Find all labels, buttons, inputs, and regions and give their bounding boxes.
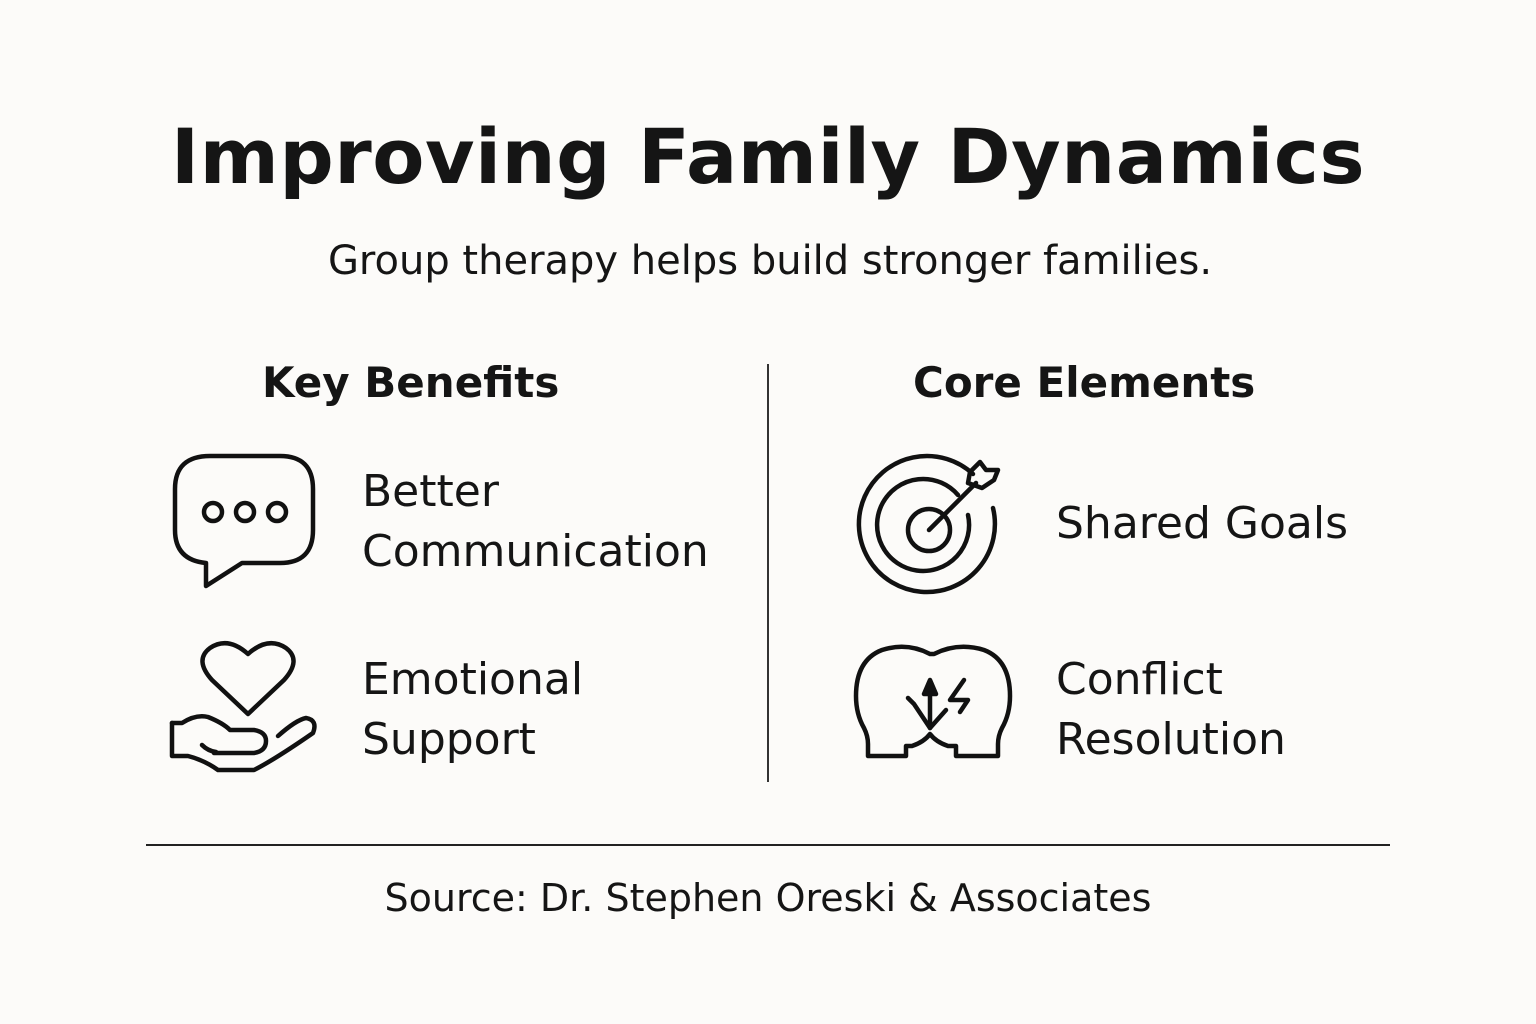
page-title: Improving Family Dynamics (170, 112, 1366, 201)
heart-in-hand-icon (168, 638, 320, 778)
speech-bubble-icon (170, 452, 320, 594)
item-label-line: Conflict (1056, 654, 1223, 705)
source-citation: Source: Dr. Stephen Oreski & Associates (384, 876, 1152, 920)
item-label-conflict-resolution: Conflict Resolution (1056, 650, 1286, 770)
column-heading-core-elements: Core Elements (913, 358, 1256, 407)
item-label-line: Emotional (362, 654, 584, 705)
target-arrow-icon (856, 453, 1008, 603)
item-label-better-communication: Better Communication (362, 462, 709, 582)
item-label-emotional-support: Emotional Support (362, 650, 583, 770)
item-label-line: Resolution (1056, 714, 1286, 765)
two-heads-conflict-icon (852, 644, 1013, 762)
vertical-divider (767, 364, 769, 782)
item-label-shared-goals: Shared Goals (1056, 494, 1348, 554)
item-label-line: Support (362, 714, 536, 765)
column-heading-key-benefits: Key Benefits (262, 358, 560, 407)
item-label-line: Shared Goals (1056, 498, 1349, 549)
item-label-line: Communication (362, 526, 709, 577)
horizontal-divider (146, 844, 1390, 846)
page-subtitle: Group therapy helps build stronger famil… (327, 238, 1213, 284)
item-label-line: Better (362, 466, 499, 517)
